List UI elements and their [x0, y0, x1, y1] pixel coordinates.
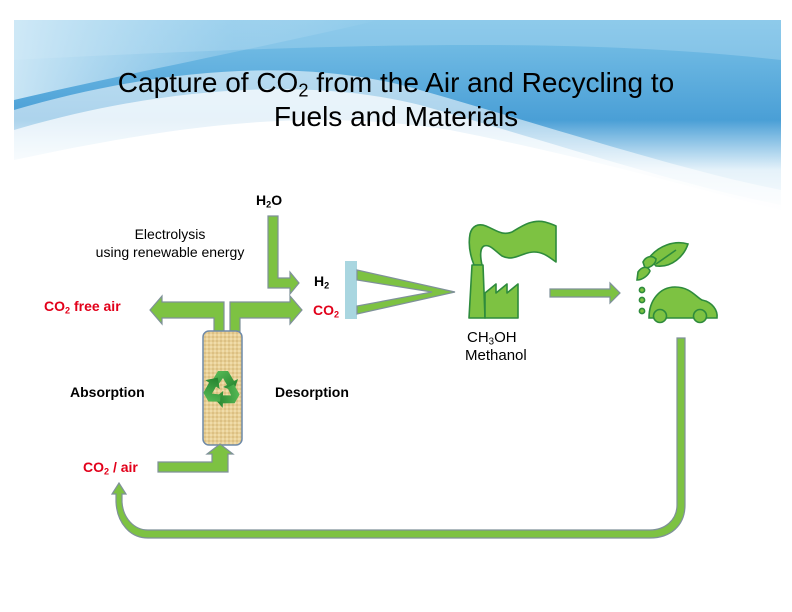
factory-to-car-arrow: [549, 281, 621, 305]
label-subscript: 3: [488, 336, 495, 348]
label-text: CH: [467, 329, 489, 346]
co2-free-air-arrow: [149, 294, 225, 335]
title-subscript: 2: [298, 80, 309, 101]
label-co2-free-air: CO2 free air: [44, 298, 121, 316]
label-text: OH: [494, 329, 517, 346]
absorber-column: [202, 330, 243, 446]
label-subscript: 2: [266, 199, 272, 210]
factory-icon: [468, 220, 557, 319]
eco-car-icon: [636, 242, 718, 324]
label-desorption: Desorption: [275, 384, 349, 400]
label-text: CO: [44, 298, 65, 314]
label-co2-air: CO2 / air: [83, 459, 138, 477]
label-text: H: [314, 273, 325, 289]
co2-air-inlet-arrow: [157, 443, 235, 473]
mixer-block: [345, 261, 357, 319]
title-line-1: Capture of CO2 from the Air and Recyclin…: [40, 66, 752, 100]
label-subscript: 2: [334, 309, 340, 320]
title-line-2: Fuels and Materials: [273, 101, 519, 132]
title-text: from the Air and Recycling to: [308, 67, 675, 98]
recycle-icon: [203, 371, 240, 408]
label-text: free air: [70, 298, 121, 314]
label-subscript: 2: [324, 280, 330, 291]
water-feed-arrow: [267, 215, 300, 296]
label-text: CO: [313, 302, 334, 318]
recycle-return-arrow: [110, 337, 686, 539]
electrolysis-line-1: Electrolysis: [134, 226, 206, 242]
label-text: H: [256, 192, 267, 208]
label-co2-product: CO2: [313, 302, 340, 320]
title-text: Capture of CO: [117, 67, 299, 98]
label-electrolysis: Electrolysis using renewable energy: [60, 225, 280, 261]
label-subscript: 2: [65, 305, 71, 316]
label-h2o: H2O: [256, 192, 283, 210]
label-methanol-name: Methanol: [465, 347, 527, 364]
label-subscript: 2: [104, 466, 110, 477]
label-methanol-formula: CH3OH: [467, 329, 517, 348]
co2-desorption-arrow: [229, 294, 303, 335]
label-absorption: Absorption: [70, 384, 145, 400]
label-text: / air: [109, 459, 138, 475]
label-h2: H2: [314, 273, 330, 291]
converging-arrow: [356, 269, 456, 315]
electrolysis-line-2: using renewable energy: [95, 244, 245, 260]
label-text: CO: [83, 459, 104, 475]
slide-title: Capture of CO2 from the Air and Recyclin…: [40, 66, 752, 134]
label-text: O: [271, 192, 283, 208]
header-banner: [14, 20, 781, 222]
